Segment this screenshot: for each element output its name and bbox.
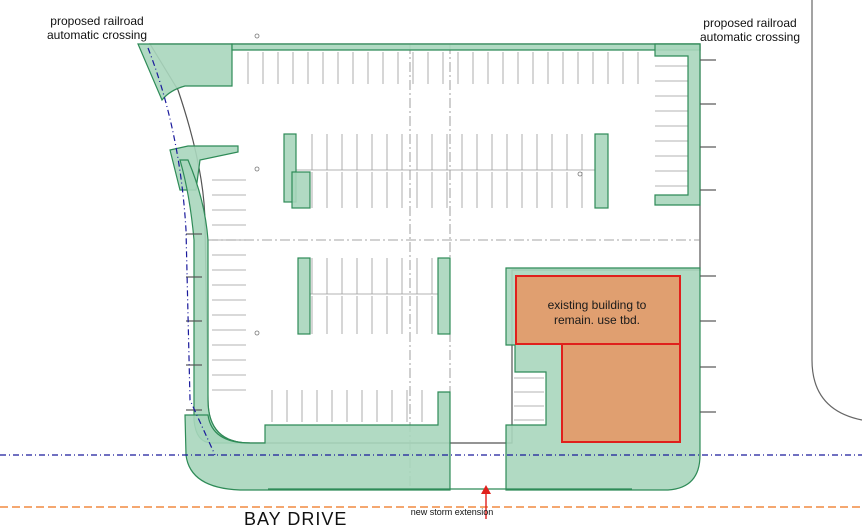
building-label-line1: existing building to xyxy=(547,298,647,312)
landscape-island-3 xyxy=(594,133,609,209)
existing-building-upper xyxy=(515,275,681,345)
landscape-island-2 xyxy=(291,171,311,209)
landscape-island-4 xyxy=(297,257,311,335)
landscape-left-strip xyxy=(179,159,251,444)
existing-building xyxy=(515,275,681,443)
parking-stripes xyxy=(212,52,688,422)
crossing-label-left: proposed railroad automatic crossing xyxy=(22,14,172,42)
railroad-line-diagonal xyxy=(147,47,216,456)
crossing-label-left-line1: proposed railroad xyxy=(50,14,144,28)
light-poles xyxy=(254,33,583,336)
building-label: existing building to remain. use tbd. xyxy=(522,298,672,328)
crossing-label-right-line2: automatic crossing xyxy=(699,30,801,44)
storm-arrow-head xyxy=(481,485,491,494)
road-edge-right xyxy=(811,0,862,421)
landscape-left-island xyxy=(169,145,239,191)
existing-building-lower xyxy=(561,343,681,443)
building-label-line2: remain. use tbd. xyxy=(553,313,641,327)
crossing-label-right: proposed railroad automatic crossing xyxy=(678,16,822,44)
crossing-label-right-line1: proposed railroad xyxy=(703,16,797,30)
storm-extension-label: new storm extension xyxy=(410,507,494,517)
edge-ticks-right xyxy=(700,59,716,413)
landscape-top-left-corner xyxy=(137,43,233,102)
crossing-label-left-line2: automatic crossing xyxy=(46,28,148,42)
landscape-bottom-left xyxy=(184,391,451,491)
street-name-label: BAY DRIVE xyxy=(244,509,348,529)
landscape-top-strip xyxy=(231,43,701,51)
landscape-island-5 xyxy=(437,257,451,335)
landscape-top-right xyxy=(654,43,701,206)
